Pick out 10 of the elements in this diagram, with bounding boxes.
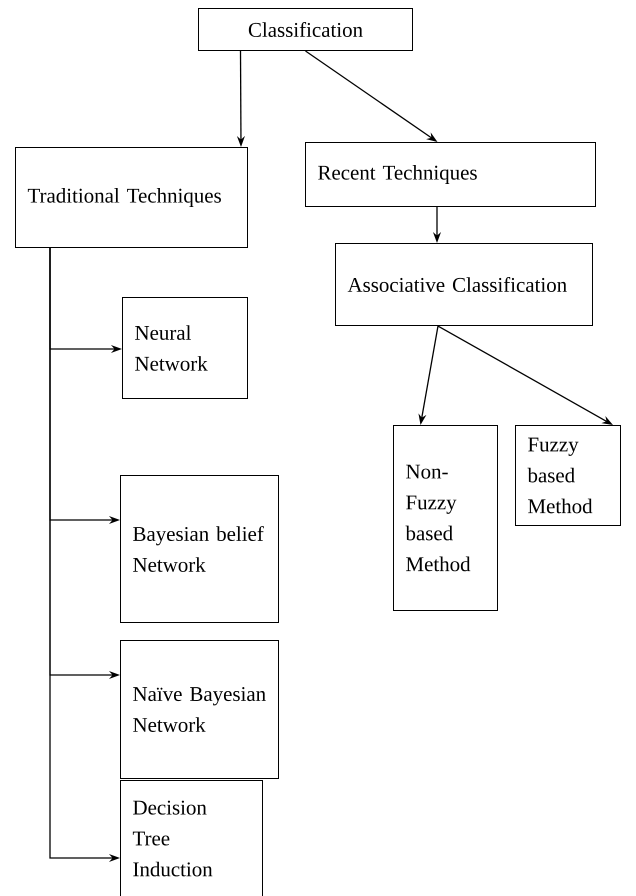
process-box: Naïve Bayesian Network	[120, 640, 279, 779]
process-box: Bayesian belief Network	[120, 475, 279, 623]
process-box: Traditional Techniques	[15, 147, 248, 248]
process-box: Fuzzy based Method	[515, 425, 621, 526]
process-box: Decision Tree Induction	[120, 780, 263, 896]
process-box: Recent Techniques	[305, 142, 596, 207]
process-box: Non-Fuzzy based Method	[393, 425, 498, 611]
process-box: Associative Classification	[335, 243, 593, 326]
process-box: Classification	[198, 8, 413, 51]
process-box: Neural Network	[122, 297, 248, 399]
